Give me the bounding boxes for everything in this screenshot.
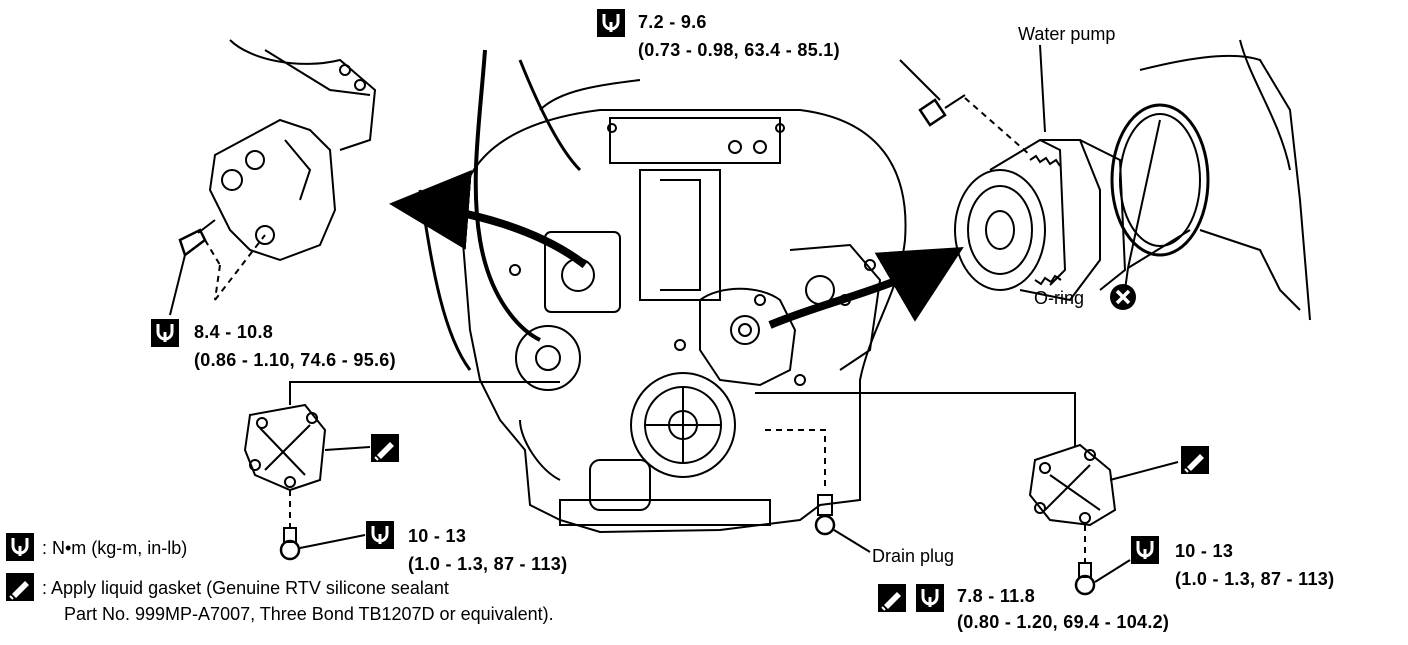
- left-torque-nm: 8.4 - 10.8: [194, 322, 274, 342]
- center-bottom-torque-nm: 10 - 13: [408, 526, 467, 546]
- drain-torque-detail: (0.80 - 1.20, 69.4 - 104.2): [957, 612, 1170, 632]
- legend-gasket-line1: : Apply liquid gasket (Genuine RTV silic…: [42, 578, 449, 598]
- arrow-right: [768, 246, 964, 329]
- right-bottom-torque-nm: 10 - 13: [1175, 541, 1234, 561]
- o-ring-label: O-ring: [1034, 288, 1085, 308]
- torque-wrench-icon: [151, 319, 179, 347]
- thermostat-housing-exploded: [169, 39, 377, 316]
- right-bottom-torque-detail: (1.0 - 1.3, 87 - 113): [1175, 569, 1335, 589]
- water-pump-exploded: [918, 39, 1311, 321]
- left-cover-plate: [243, 381, 560, 561]
- top-torque-nm: 7.2 - 9.6: [638, 12, 707, 32]
- top-torque-detail: (0.73 - 0.98, 63.4 - 85.1): [638, 40, 840, 60]
- top-torque-leader: [899, 59, 941, 101]
- torque-wrench-icon: [6, 533, 34, 561]
- drain-plug-part: [765, 429, 871, 553]
- liquid-gasket-icon: [371, 434, 399, 462]
- center-bottom-torque-detail: (1.0 - 1.3, 87 - 113): [408, 554, 568, 574]
- right-cover-plate: [755, 392, 1179, 596]
- arrow-left: [389, 170, 588, 269]
- legend-gasket-line2: Part No. 999MP-A7007, Three Bond TB1207D…: [64, 604, 554, 624]
- liquid-gasket-icon: [6, 573, 34, 601]
- drain-torque-nm: 7.8 - 11.8: [957, 586, 1036, 606]
- drain-plug-label: Drain plug: [872, 546, 955, 566]
- torque-wrench-icon: [366, 521, 394, 549]
- liquid-gasket-icon: [1181, 446, 1209, 474]
- torque-wrench-icon: [916, 584, 944, 612]
- torque-wrench-icon: [597, 9, 625, 37]
- left-torque-detail: (0.86 - 1.10, 74.6 - 95.6): [194, 350, 396, 370]
- torque-wrench-icon: [1131, 536, 1159, 564]
- water-pump-label: Water pump: [1018, 24, 1116, 44]
- legend-torque-unit: : N•m (kg-m, in-lb): [42, 538, 188, 558]
- liquid-gasket-icon: [878, 584, 906, 612]
- engine-front-view: [418, 49, 907, 534]
- do-not-reuse-icon: [1110, 284, 1136, 310]
